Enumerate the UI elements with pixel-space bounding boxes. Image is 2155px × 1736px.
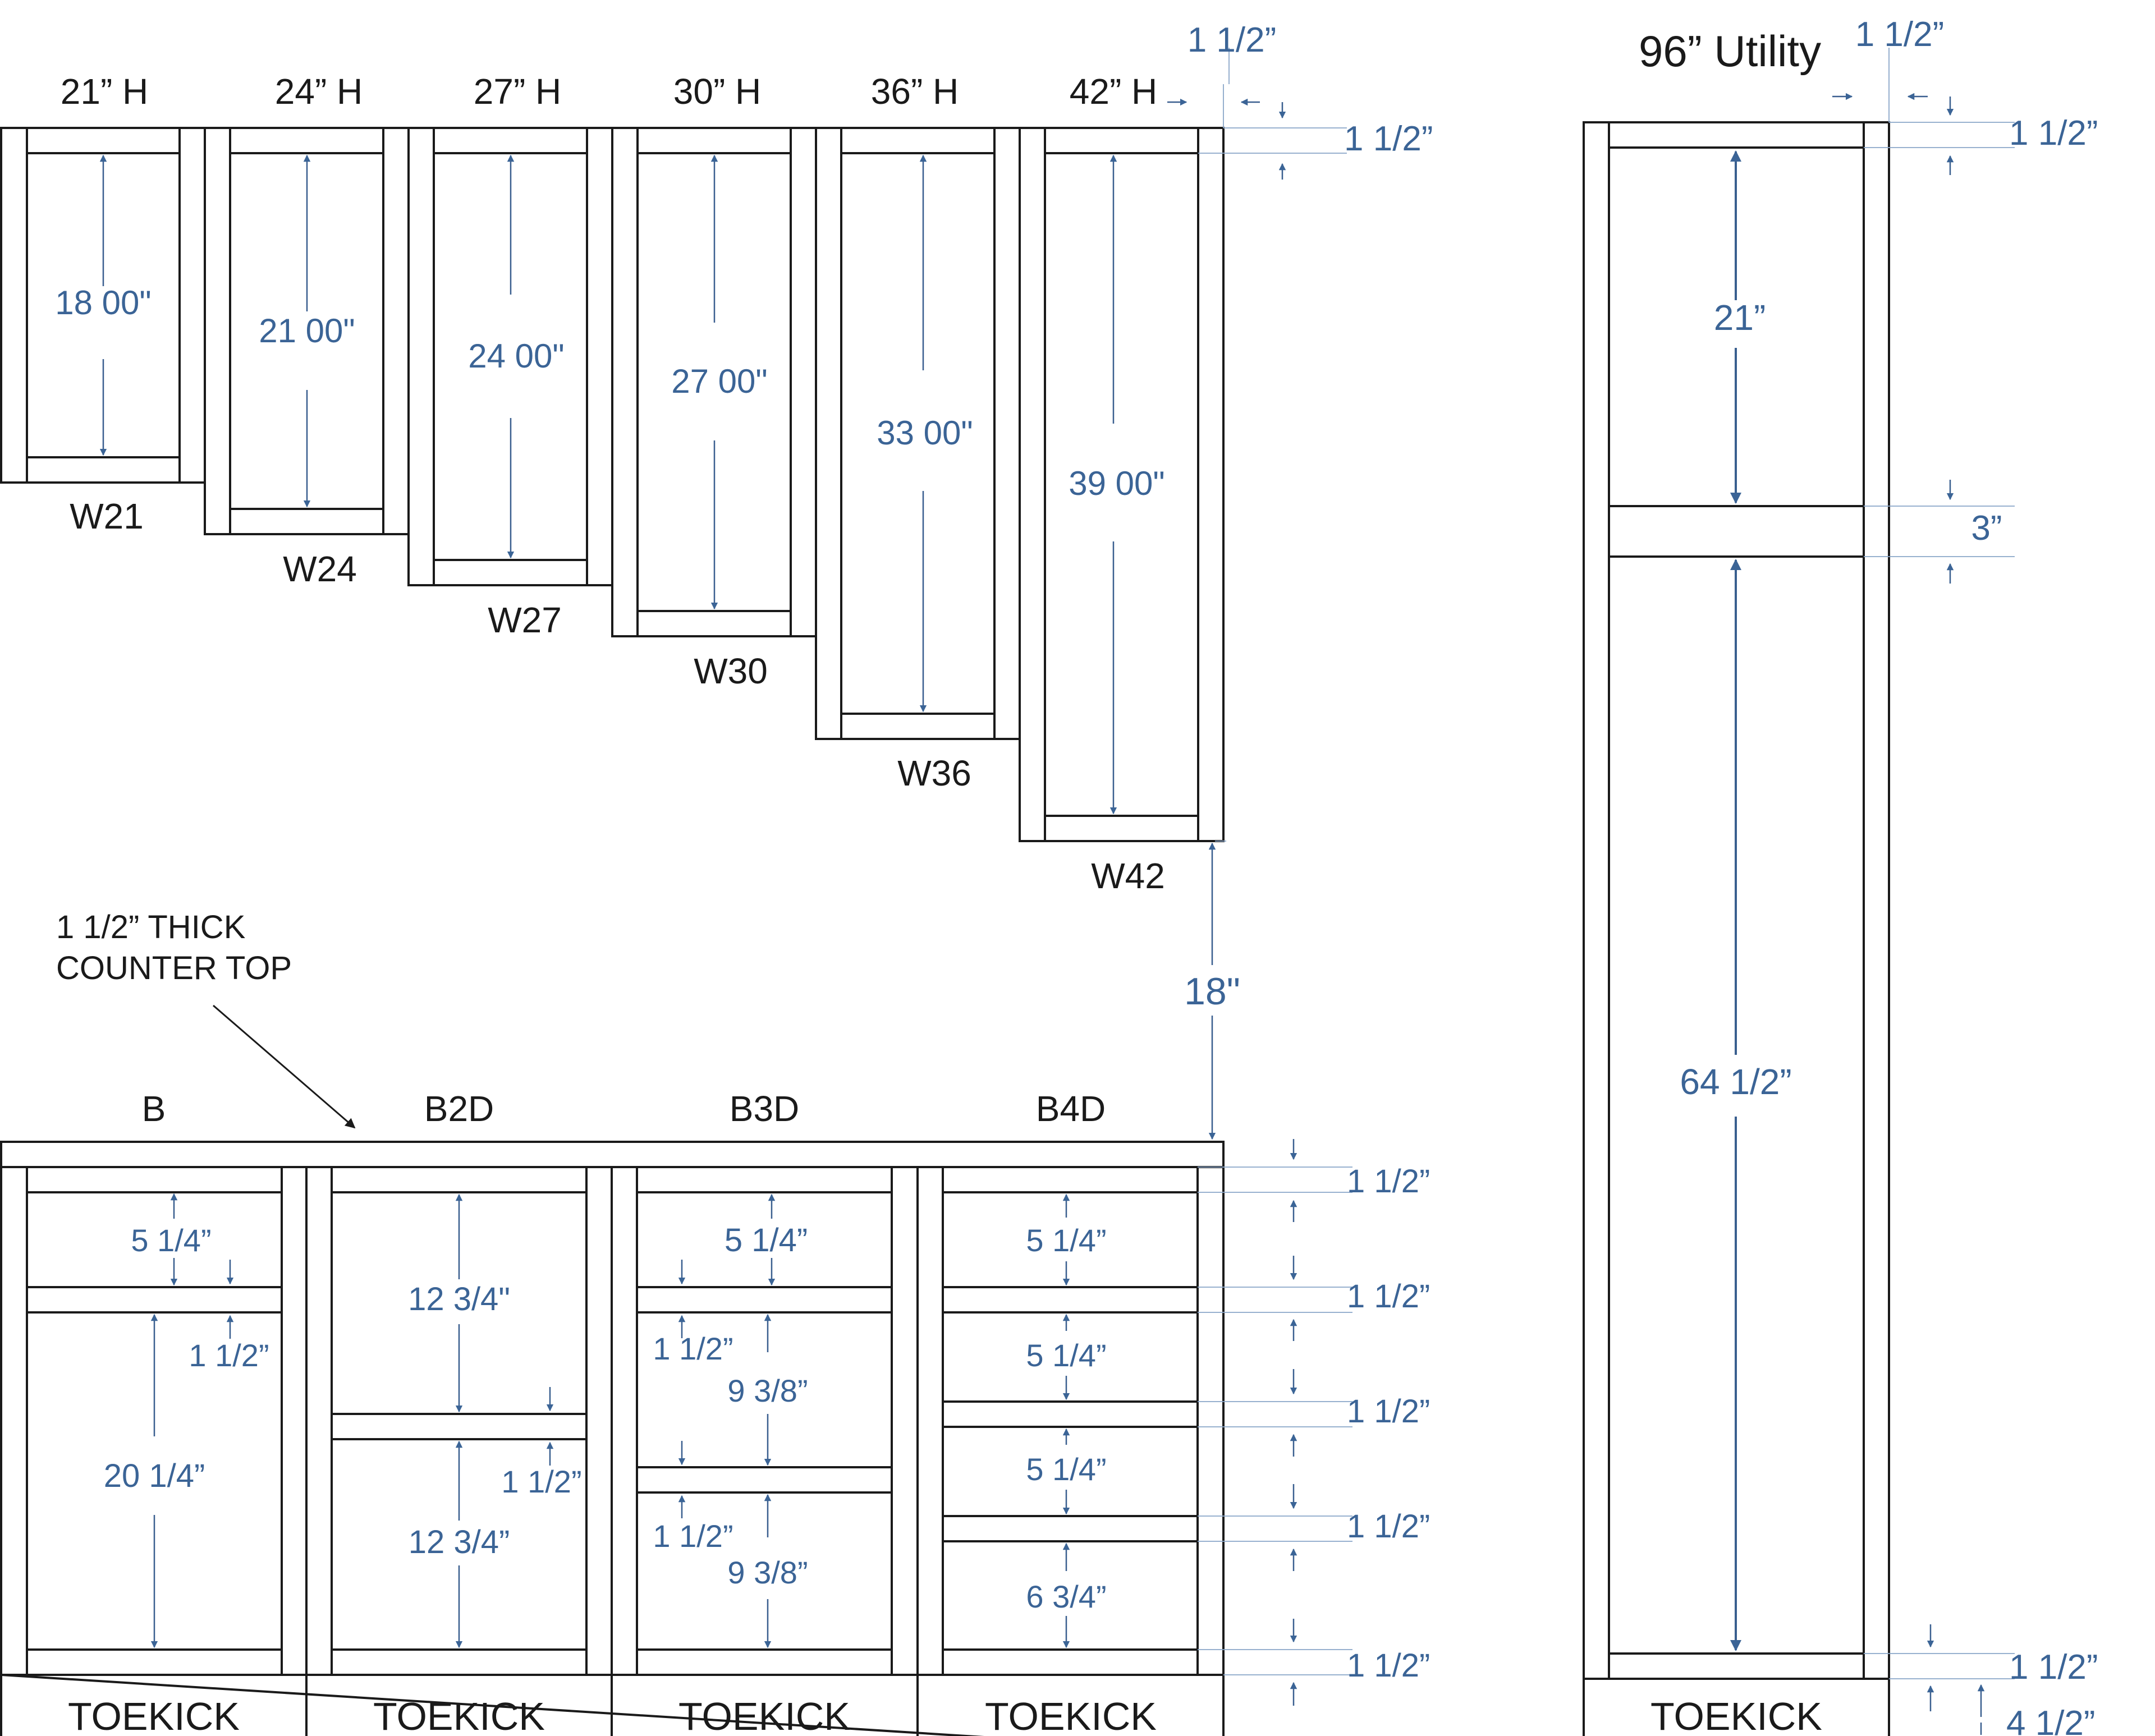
base-cabinet-b2d bbox=[305, 1166, 613, 1736]
utility-toekick-label: TOEKICK bbox=[1650, 1694, 1822, 1736]
b3d-top-dimension: 5 1/4” bbox=[725, 1222, 808, 1259]
counter-top bbox=[0, 1141, 1225, 1168]
wall-cabinet-name: W36 bbox=[897, 753, 971, 793]
toekick-label: TOEKICK bbox=[373, 1694, 545, 1736]
base-rail-dimensions: 1 1/2” 1 1/2” 1 1/2” 1 1/2” 1 1/2” bbox=[1198, 1139, 1430, 1706]
base-cabinets: 5 1/4” 1 1/2” 20 1/4” 12 3/4" 1 1/2” 12 … bbox=[0, 1089, 1430, 1736]
toekick-label: TOEKICK bbox=[985, 1694, 1157, 1736]
base-rail-dimension: 1 1/2” bbox=[1347, 1163, 1430, 1200]
wall-opening-dimension: 39 00" bbox=[1069, 465, 1164, 502]
b-top-dimension: 5 1/4” bbox=[131, 1223, 211, 1258]
wall-opening-dimension: 18 00" bbox=[55, 284, 151, 322]
utility-side-dimension: 1 1/2” bbox=[1855, 15, 1945, 54]
utility-title: 96” Utility bbox=[1639, 26, 1821, 76]
utility-cabinet: 96” Utility 1 1/2” 1 1/2” 21” 3” 64 1/2”… bbox=[1583, 15, 2098, 1736]
base-rail-dimension: 1 1/2” bbox=[1347, 1508, 1430, 1545]
b2d-bottom-dimension: 12 3/4” bbox=[409, 1524, 510, 1560]
wall-top-rail-dimension: 1 1/2” bbox=[1344, 120, 1433, 158]
base-cabinet-name: B3D bbox=[730, 1089, 800, 1129]
utility-bottom-rail-dimension: 1 1/2” bbox=[2009, 1648, 2098, 1687]
utility-lower-dimension: 64 1/2” bbox=[1680, 1062, 1791, 1102]
b3d-rail2-dimension: 1 1/2” bbox=[653, 1518, 733, 1554]
wall-height-label: 36” H bbox=[871, 71, 959, 112]
b3d-rail1-dimension: 1 1/2” bbox=[653, 1331, 733, 1366]
b-bottom-dimension: 20 1/4” bbox=[104, 1458, 205, 1494]
b2d-rail-dimension: 1 1/2” bbox=[501, 1464, 581, 1499]
wall-height-label: 21” H bbox=[61, 71, 149, 112]
base-rail-dimension: 1 1/2” bbox=[1347, 1278, 1430, 1315]
base-cabinet-b4d bbox=[916, 1166, 1225, 1736]
wall-opening-dimension: 21 00" bbox=[259, 312, 355, 350]
wall-cabinets: 21” H 24” H 27” H 30” H 36” H 42” H W21 … bbox=[0, 21, 1433, 1140]
wall-opening-dimension: 27 00" bbox=[671, 362, 767, 400]
wall-cabinet-w42 bbox=[1019, 127, 1225, 842]
b4d-drawer1-dimension: 5 1/4” bbox=[1026, 1223, 1106, 1258]
toekick-label: TOEKICK bbox=[68, 1694, 240, 1736]
wall-opening-dimension: 33 00" bbox=[877, 414, 973, 452]
wall-base-gap-dimension: 18" bbox=[1184, 970, 1240, 1013]
wall-height-label: 42” H bbox=[1070, 71, 1158, 112]
wall-cabinet-name: W24 bbox=[283, 549, 357, 589]
base-cabinet-name: B bbox=[142, 1089, 166, 1129]
counter-note-line1: 1 1/2” THICK bbox=[56, 909, 246, 945]
utility-mid-rail-dimension: 3” bbox=[1971, 509, 2002, 548]
b4d-drawer4-dimension: 6 3/4” bbox=[1026, 1579, 1106, 1614]
b4d-drawer2-dimension: 5 1/4” bbox=[1026, 1338, 1106, 1373]
base-cabinet-name: B2D bbox=[424, 1089, 494, 1129]
base-cabinet-b bbox=[0, 1166, 308, 1736]
wall-cabinet-name: W42 bbox=[1091, 856, 1165, 896]
b2d-top-dimension: 12 3/4" bbox=[408, 1281, 510, 1317]
wall-height-label: 27” H bbox=[474, 71, 562, 112]
wall-cabinet-name: W21 bbox=[70, 496, 144, 536]
base-rail-dimension: 1 1/2” bbox=[1347, 1647, 1430, 1684]
utility-upper-dimension: 21” bbox=[1714, 297, 1766, 338]
counter-note-line2: COUNTER TOP bbox=[56, 950, 292, 986]
base-cabinet-name: B4D bbox=[1036, 1089, 1106, 1129]
wall-opening-dimension: 24 00" bbox=[468, 337, 564, 375]
b3d-mid-dimension: 9 3/8” bbox=[727, 1373, 808, 1408]
wall-height-label: 24” H bbox=[275, 71, 363, 112]
b4d-drawer3-dimension: 5 1/4” bbox=[1026, 1452, 1106, 1487]
wall-cabinet-name: W27 bbox=[488, 600, 562, 640]
wall-height-label: 30” H bbox=[673, 71, 762, 112]
toekick-label: TOEKICK bbox=[678, 1694, 850, 1736]
utility-top-rail-dimension: 1 1/2” bbox=[2009, 114, 2098, 153]
b3d-bottom-dimension: 9 3/8” bbox=[727, 1555, 808, 1590]
base-rail-dimension: 1 1/2” bbox=[1347, 1393, 1430, 1430]
wall-cabinet-w24 bbox=[204, 127, 410, 535]
wall-cabinet-name: W30 bbox=[694, 651, 768, 691]
utility-toekick-dimension: 4 1/2” bbox=[2006, 1704, 2096, 1736]
wall-side-stile-dimension: 1 1/2” bbox=[1187, 21, 1277, 59]
b-rail-dimension: 1 1/2” bbox=[189, 1338, 269, 1373]
counter-top-note: 1 1/2” THICK COUNTER TOP bbox=[56, 909, 356, 1129]
